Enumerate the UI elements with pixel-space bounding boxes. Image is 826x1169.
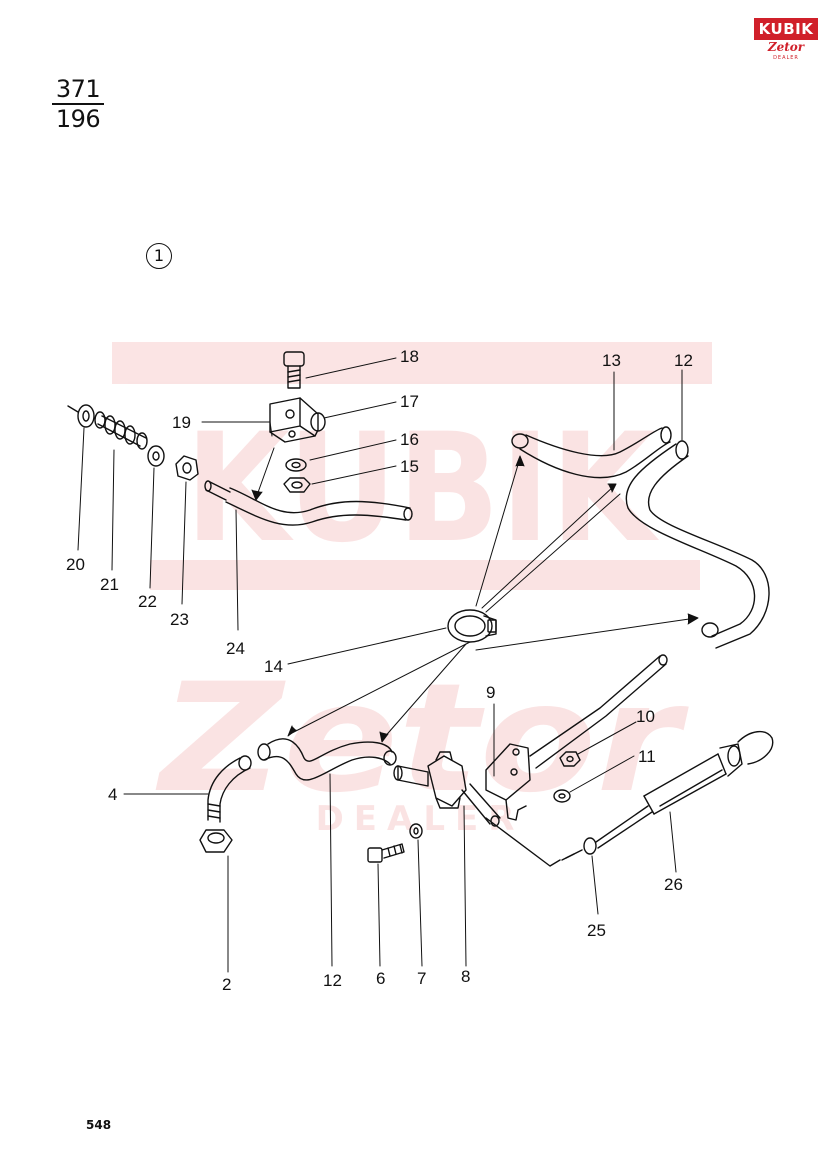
callout-6: 6 bbox=[376, 969, 385, 988]
callout-10: 10 bbox=[636, 707, 655, 726]
part-17-bracket bbox=[269, 397, 326, 443]
part-12-upper-hose bbox=[625, 440, 770, 649]
part-6-bolt bbox=[367, 843, 405, 863]
callout-22: 22 bbox=[138, 592, 157, 611]
part-20-washer bbox=[77, 404, 95, 428]
part-23-nut bbox=[175, 455, 199, 481]
part-14-clamp bbox=[447, 609, 497, 643]
callout-21: 21 bbox=[100, 575, 119, 594]
callout-11: 11 bbox=[638, 747, 656, 766]
callout-18: 18 bbox=[400, 347, 419, 366]
part-13-hose bbox=[511, 426, 672, 479]
part-4-elbow bbox=[207, 755, 252, 823]
callout-2: 2 bbox=[222, 975, 231, 994]
part-15-nut bbox=[283, 477, 311, 493]
watermark-brand: KUBIK bbox=[185, 402, 659, 576]
dealer-logo: KUBIK Zetor DEALER bbox=[754, 18, 818, 61]
part-18-bolt bbox=[283, 351, 305, 389]
part-11-washer bbox=[553, 789, 571, 803]
callout-12-bottom: 12 bbox=[323, 971, 342, 990]
part-2-nut bbox=[199, 829, 233, 853]
callout-15: 15 bbox=[400, 457, 419, 476]
group-marker: 1 bbox=[146, 243, 172, 269]
part-22-washer bbox=[147, 445, 165, 467]
part-16-washer bbox=[285, 458, 307, 472]
part-10-nut bbox=[559, 751, 581, 767]
callout-13: 13 bbox=[602, 351, 621, 370]
part-21-fitting bbox=[94, 411, 148, 450]
page-reference-bottom: 196 bbox=[55, 105, 101, 133]
callout-23: 23 bbox=[170, 610, 189, 629]
page-reference-top: 371 bbox=[55, 75, 101, 103]
clamp-arrows bbox=[251, 447, 699, 743]
callout-19: 19 bbox=[172, 413, 191, 432]
callout-16: 16 bbox=[400, 430, 419, 449]
part-25-washer bbox=[561, 837, 597, 861]
logo-sub: Zetor bbox=[767, 40, 805, 54]
logo-tag: DEALER bbox=[773, 55, 799, 61]
fraction-bar bbox=[52, 103, 104, 105]
callout-14: 14 bbox=[264, 657, 283, 676]
watermark-tag: DEALER bbox=[316, 799, 525, 839]
callout-labels: 18 17 16 15 19 13 12 20 21 22 23 24 14 9… bbox=[66, 347, 693, 994]
watermark-band-mid bbox=[150, 560, 700, 590]
part-24-pipe bbox=[204, 480, 413, 526]
callout-9: 9 bbox=[486, 683, 495, 702]
callout-20: 20 bbox=[66, 555, 85, 574]
part-26-cable bbox=[595, 731, 774, 849]
callout-4: 4 bbox=[108, 785, 117, 804]
watermark-sub: Zetor bbox=[155, 652, 689, 826]
callout-25: 25 bbox=[587, 921, 606, 940]
watermark-band-top bbox=[112, 342, 712, 384]
logo-brand: KUBIK bbox=[754, 18, 818, 40]
callout-24: 24 bbox=[226, 639, 245, 658]
part-9-bracket bbox=[485, 654, 668, 821]
part-12-lower-hose bbox=[257, 738, 397, 781]
callout-12-top: 12 bbox=[674, 351, 693, 370]
page-number: 548 bbox=[86, 1118, 112, 1132]
page-reference: 371 196 bbox=[52, 76, 104, 132]
part-7-washer bbox=[409, 823, 423, 839]
leader-lines bbox=[77, 357, 683, 973]
callout-8: 8 bbox=[461, 967, 470, 986]
callout-17: 17 bbox=[400, 392, 419, 411]
callout-7: 7 bbox=[417, 969, 426, 988]
part-8-valve bbox=[393, 751, 561, 867]
callout-26: 26 bbox=[664, 875, 683, 894]
